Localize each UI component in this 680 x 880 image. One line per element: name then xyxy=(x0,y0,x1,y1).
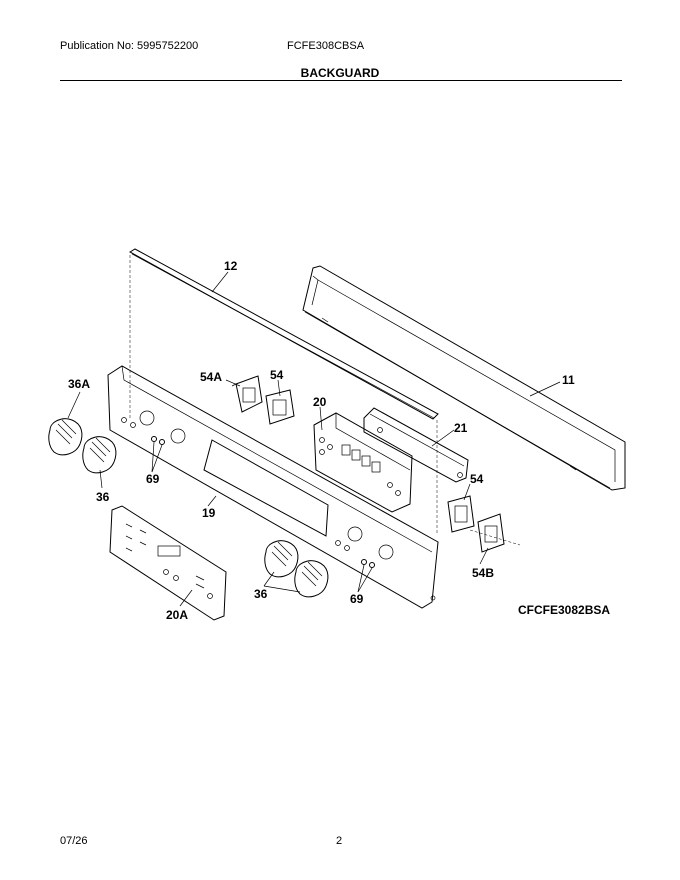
control-overlay-part xyxy=(109,505,227,621)
page-number: 2 xyxy=(336,835,343,847)
model-variant-label: CFCFE3082BSA xyxy=(518,603,610,617)
trim-strip-part xyxy=(128,248,439,420)
callout-69-bottom: 69 xyxy=(350,592,364,606)
infinite-switch-54A xyxy=(231,375,263,413)
backguard-frame-part xyxy=(302,265,626,491)
publication-number: Publication No: 5995752200 xyxy=(60,40,199,52)
leader-lines xyxy=(67,271,561,607)
knob-36A xyxy=(48,418,83,456)
footer-date: 07/26 xyxy=(60,835,88,847)
callout-11: 11 xyxy=(562,373,575,387)
callout-54B: 54B xyxy=(472,566,494,580)
callout-54-upper: 54 xyxy=(270,368,284,382)
callout-12: 12 xyxy=(224,259,238,273)
model-number: FCFE308CBSA xyxy=(287,40,365,52)
header-divider xyxy=(60,80,622,81)
screws-69-left xyxy=(151,436,165,445)
callout-54A: 54A xyxy=(200,370,222,384)
knob-36-bottom-a xyxy=(264,540,299,578)
control-board-part xyxy=(313,412,413,513)
callout-36-left: 36 xyxy=(96,490,110,504)
board-housing-part xyxy=(363,407,469,483)
callout-69-left: 69 xyxy=(146,472,160,486)
alignment-lines xyxy=(129,255,521,546)
infinite-switch-54B xyxy=(477,513,505,553)
callout-19: 19 xyxy=(202,506,216,520)
knob-36-left xyxy=(82,436,117,474)
callout-21: 21 xyxy=(454,421,468,435)
infinite-switch-54-upper xyxy=(265,389,295,425)
control-panel-part xyxy=(107,365,439,609)
callout-36-bottom: 36 xyxy=(254,587,268,601)
callout-20A: 20A xyxy=(166,608,188,622)
infinite-switch-54-right xyxy=(447,495,475,533)
screws-69-bottom xyxy=(361,559,375,568)
knob-36-bottom-b xyxy=(294,560,329,598)
section-title: BACKGUARD xyxy=(300,66,380,80)
callout-36A: 36A xyxy=(68,377,90,391)
callout-54-right: 54 xyxy=(470,472,484,486)
callout-20: 20 xyxy=(313,395,327,409)
